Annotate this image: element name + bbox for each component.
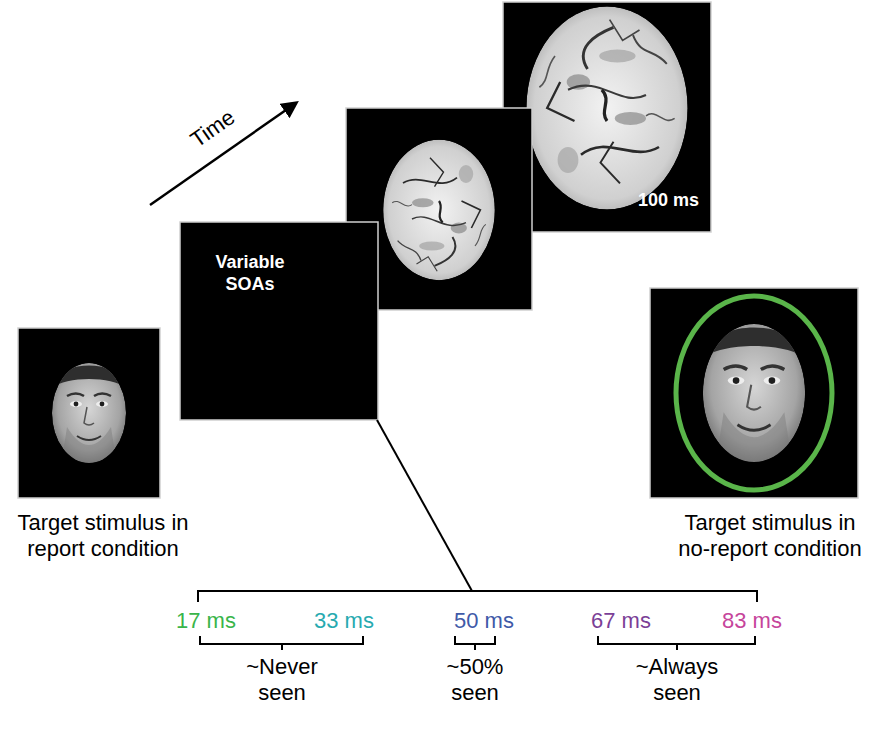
visibility-label: ~Always seen [627, 654, 727, 707]
mask-frame [503, 2, 711, 232]
soa-value: 17 ms [176, 608, 236, 634]
time-arrow [150, 103, 296, 205]
frame-caption: Target stimulus in report condition [8, 510, 198, 563]
target-frame [650, 288, 858, 498]
visibility-label: ~Never seen [235, 654, 330, 707]
mask-image [526, 7, 687, 210]
soa-value: 33 ms [314, 608, 374, 634]
target-report-frame: Target stimulus in report condition [18, 328, 160, 498]
soa-value: 83 ms [722, 608, 782, 634]
visibility-label: ~50% seen [439, 654, 511, 707]
target-noreport-frame: Target stimulus in no-report condition [650, 288, 858, 498]
frame-label: Variable SOAs [204, 252, 296, 295]
time-label: Time [186, 104, 241, 153]
soa-value: 50 ms [454, 608, 514, 634]
frame-caption: Target stimulus in no-report condition [675, 510, 865, 563]
soa-timeline [198, 591, 757, 602]
soa-value: 67 ms [591, 608, 651, 634]
blank-frame [180, 222, 378, 420]
duration-label: 100 ms [638, 190, 699, 212]
bracket [598, 636, 755, 650]
target-frame [18, 328, 160, 498]
bracket [455, 636, 495, 650]
face-image [699, 324, 809, 463]
mask-duration-frame: 100 ms [503, 2, 711, 232]
green-ring [676, 296, 832, 490]
soa-frame: Variable SOAs [180, 222, 378, 420]
leader-line [377, 420, 472, 591]
face-image [49, 363, 129, 464]
bracket [200, 636, 363, 650]
mask-image [383, 140, 495, 280]
